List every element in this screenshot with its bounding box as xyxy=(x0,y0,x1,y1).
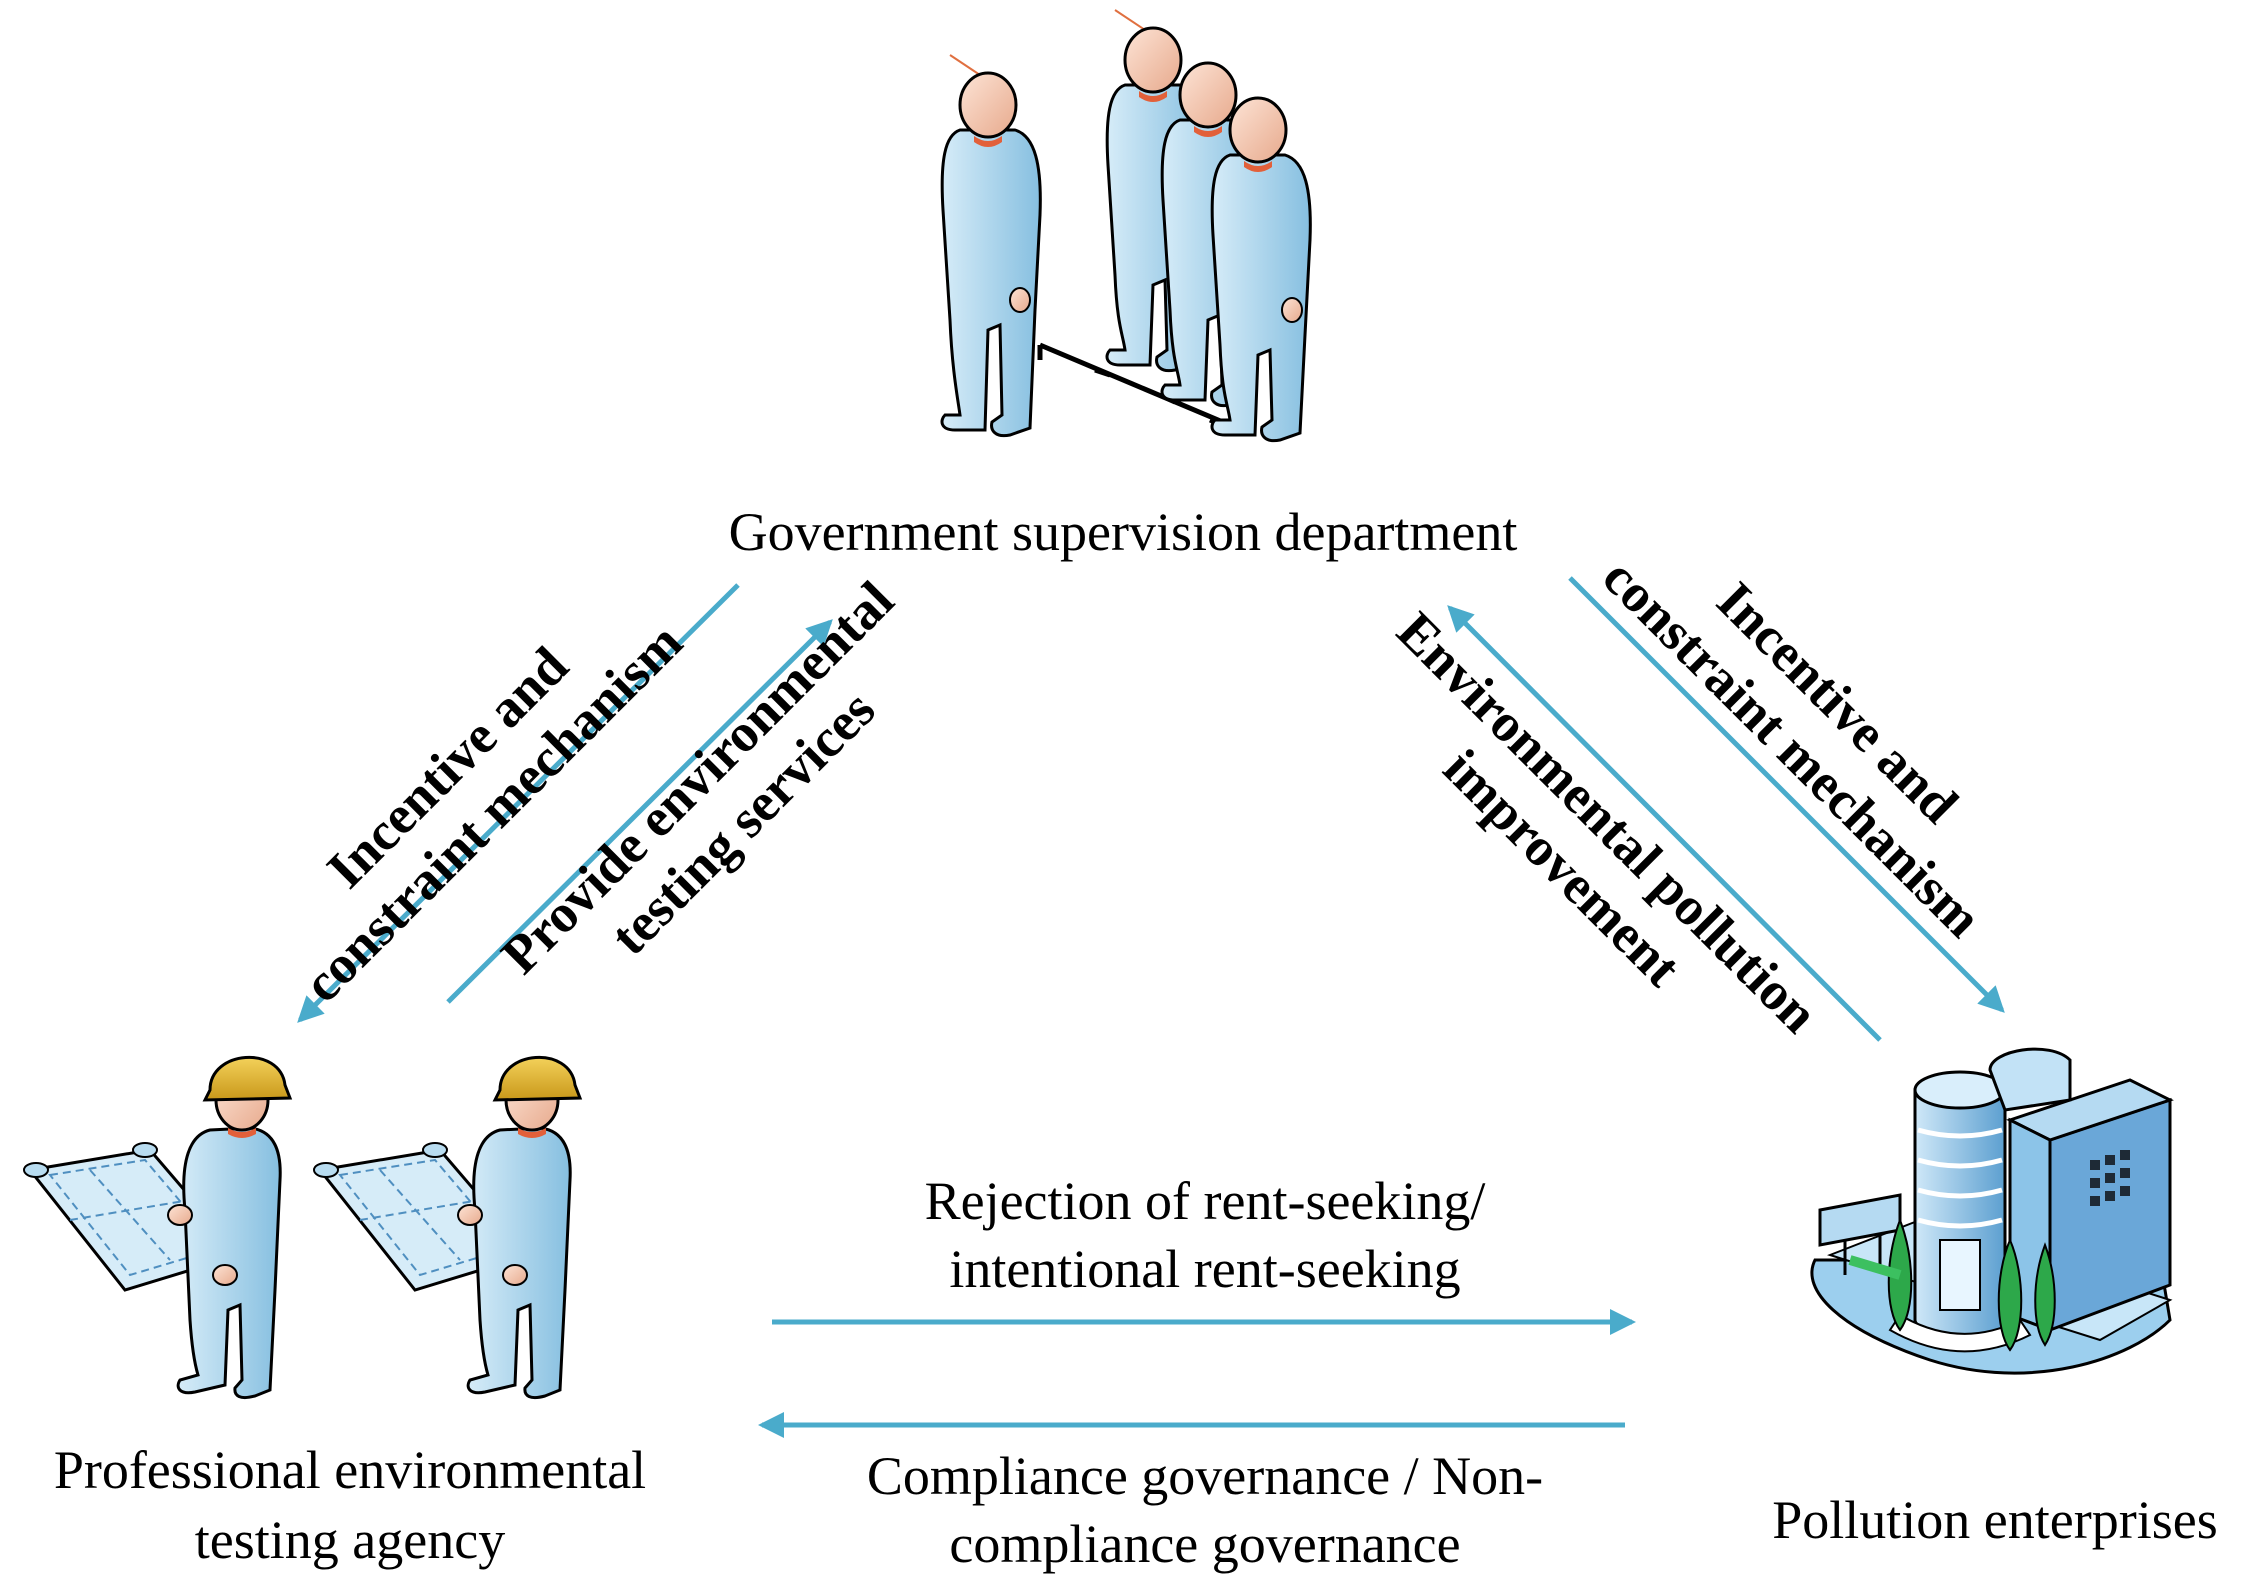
agency-line-2: testing agency xyxy=(194,1510,506,1570)
arrow-enterprise-to-gov xyxy=(1447,605,1882,1042)
edge-enterprise-to-agency-line-2: compliance governance xyxy=(949,1514,1461,1574)
arrow-gov-to-enterprise xyxy=(1568,576,2005,1013)
node-label-government: Government supervision department xyxy=(728,502,1518,562)
arrow-agency-to-gov xyxy=(446,619,833,1004)
surveyor-icon xyxy=(23,1055,293,1400)
arrow-gov-to-agency xyxy=(297,583,740,1023)
officials-group-icon xyxy=(940,9,1312,443)
edge-label-enterprise-to-agency: Compliance governance / Non- compliance … xyxy=(800,1442,1610,1578)
edge-agency-to-enterprise-line-1: Rejection of rent-seeking/ xyxy=(924,1171,1486,1231)
node-label-enterprises: Pollution enterprises xyxy=(1772,1490,2218,1550)
agency-line-1: Professional environmental xyxy=(53,1440,647,1500)
edge-label-agency-to-enterprise: Rejection of rent-seeking/ intentional r… xyxy=(830,1167,1580,1303)
node-label-agency: Professional environmental testing agenc… xyxy=(10,1435,690,1575)
surveyor-icon xyxy=(313,1055,583,1400)
edge-enterprise-to-agency-line-1: Compliance governance / Non- xyxy=(866,1446,1544,1506)
official-person-icon xyxy=(940,54,1042,438)
factory-building-icon xyxy=(1810,1047,2174,1375)
official-person-icon xyxy=(1210,96,1312,443)
edge-agency-to-enterprise-line-2: intentional rent-seeking xyxy=(949,1239,1461,1299)
